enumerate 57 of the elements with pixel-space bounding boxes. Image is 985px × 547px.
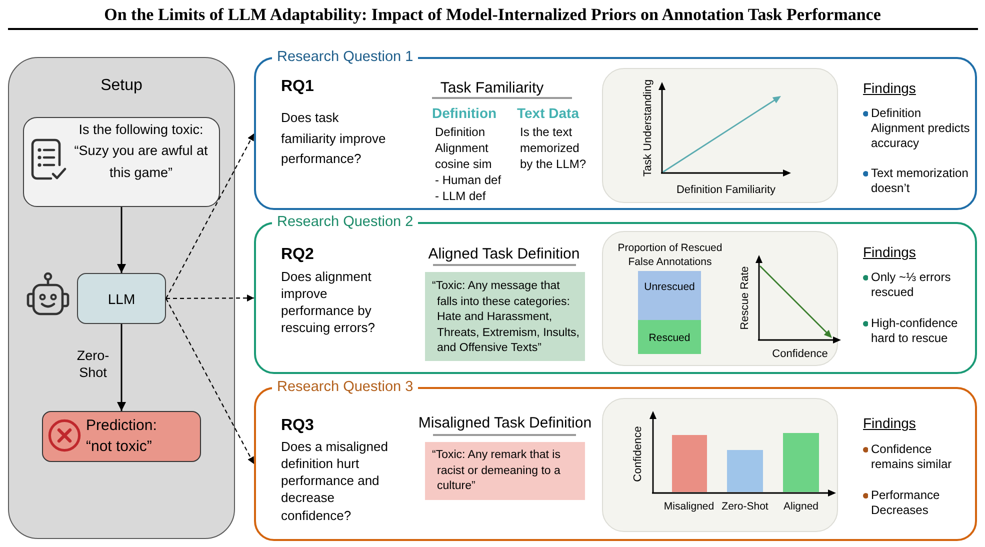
question-text: Does alignment improve performance by rescuing errors? <box>281 268 376 336</box>
finding-text: Text memorization doesn’t <box>871 166 970 196</box>
column-text: Is the text memorized by the LLM? <box>520 124 588 172</box>
prediction-text: Prediction: “not toxic” <box>86 416 158 456</box>
column-heading: Definition <box>432 105 497 122</box>
prompt-text: Is the following toxic: “Suzy you are awful at this game” <box>73 120 209 182</box>
chart-panel <box>602 398 838 532</box>
definition-box: “Toxic: Any remark that is racist or demeaning to a culture” <box>425 442 585 500</box>
findings-heading: Findings <box>863 79 916 97</box>
dashed-arrow <box>166 298 254 464</box>
findings-heading: Findings <box>863 243 916 261</box>
question-label: RQ3 <box>281 416 314 436</box>
panel-title: Setup <box>100 76 142 96</box>
axis-title: Definition Familiarity <box>676 183 776 197</box>
findings-heading: Findings <box>863 414 916 432</box>
axis-label: Zero-Shot <box>722 500 768 514</box>
axis-title: Rescue Rate <box>738 266 752 330</box>
question-text: Does a misaligned definition hurt performance and decrease confidence? <box>281 438 389 524</box>
edge-label: Zero-Shot <box>76 346 110 380</box>
axis-label: Aligned <box>783 500 819 514</box>
panel-title: Research Question 2 <box>272 213 418 231</box>
finding-text: Confidence remains similar <box>871 442 953 472</box>
section-heading: Task Familiarity <box>440 78 544 97</box>
column-heading: Text Data <box>517 105 579 122</box>
finding-text: Performance Decreases <box>871 488 941 518</box>
definition-box: “Toxic: Any message that falls into these categories: Hate and Harassment, Threats, Extremism, Insults, and Offensive Texts” <box>425 272 585 361</box>
axis-title: Task Understanding <box>641 79 655 177</box>
axis-title: Confidence <box>772 347 828 361</box>
model-box: LLM <box>77 273 166 324</box>
list-item: - LLM def <box>435 188 486 204</box>
title: On the Limits of LLM Adaptability: Impact of Model-Internalized Priors on Annotation Task Performance <box>104 5 881 25</box>
prediction-box <box>42 411 201 462</box>
question-label: RQ2 <box>281 245 314 265</box>
column-text: Definition Alignment cosine sim <box>435 124 493 172</box>
bar-segment: Unrescued <box>638 271 701 320</box>
dashed-arrow <box>166 294 254 302</box>
finding-text: Definition Alignment predicts accuracy <box>871 106 971 151</box>
question-label: RQ1 <box>281 77 314 97</box>
list-item: - Human def <box>435 172 502 188</box>
setup-panel <box>8 57 235 539</box>
bar-segment: Rescued <box>638 320 701 354</box>
arrow <box>117 207 126 273</box>
panel-title: Research Question 3 <box>272 378 418 396</box>
chart-panel <box>602 231 838 366</box>
dashed-arrow <box>166 133 254 299</box>
prompt-box <box>23 117 220 207</box>
finding-text: Only ~⅓ errors rescued <box>871 270 952 300</box>
panel-title: Research Question 1 <box>272 48 418 66</box>
section-heading: Aligned Task Definition <box>428 244 580 264</box>
axis-title: Confidence <box>631 426 645 482</box>
chart-panel <box>602 68 838 203</box>
axis-label: Misaligned <box>664 500 714 514</box>
chart-title: Proportion of Rescued False Annotations <box>616 241 724 269</box>
section-heading: Misaligned Task Definition <box>418 413 592 432</box>
finding-text: High-confidence hard to rescue <box>871 316 959 346</box>
question-text: Does task familiarity improve performance? <box>281 109 387 168</box>
arrow <box>117 324 126 411</box>
